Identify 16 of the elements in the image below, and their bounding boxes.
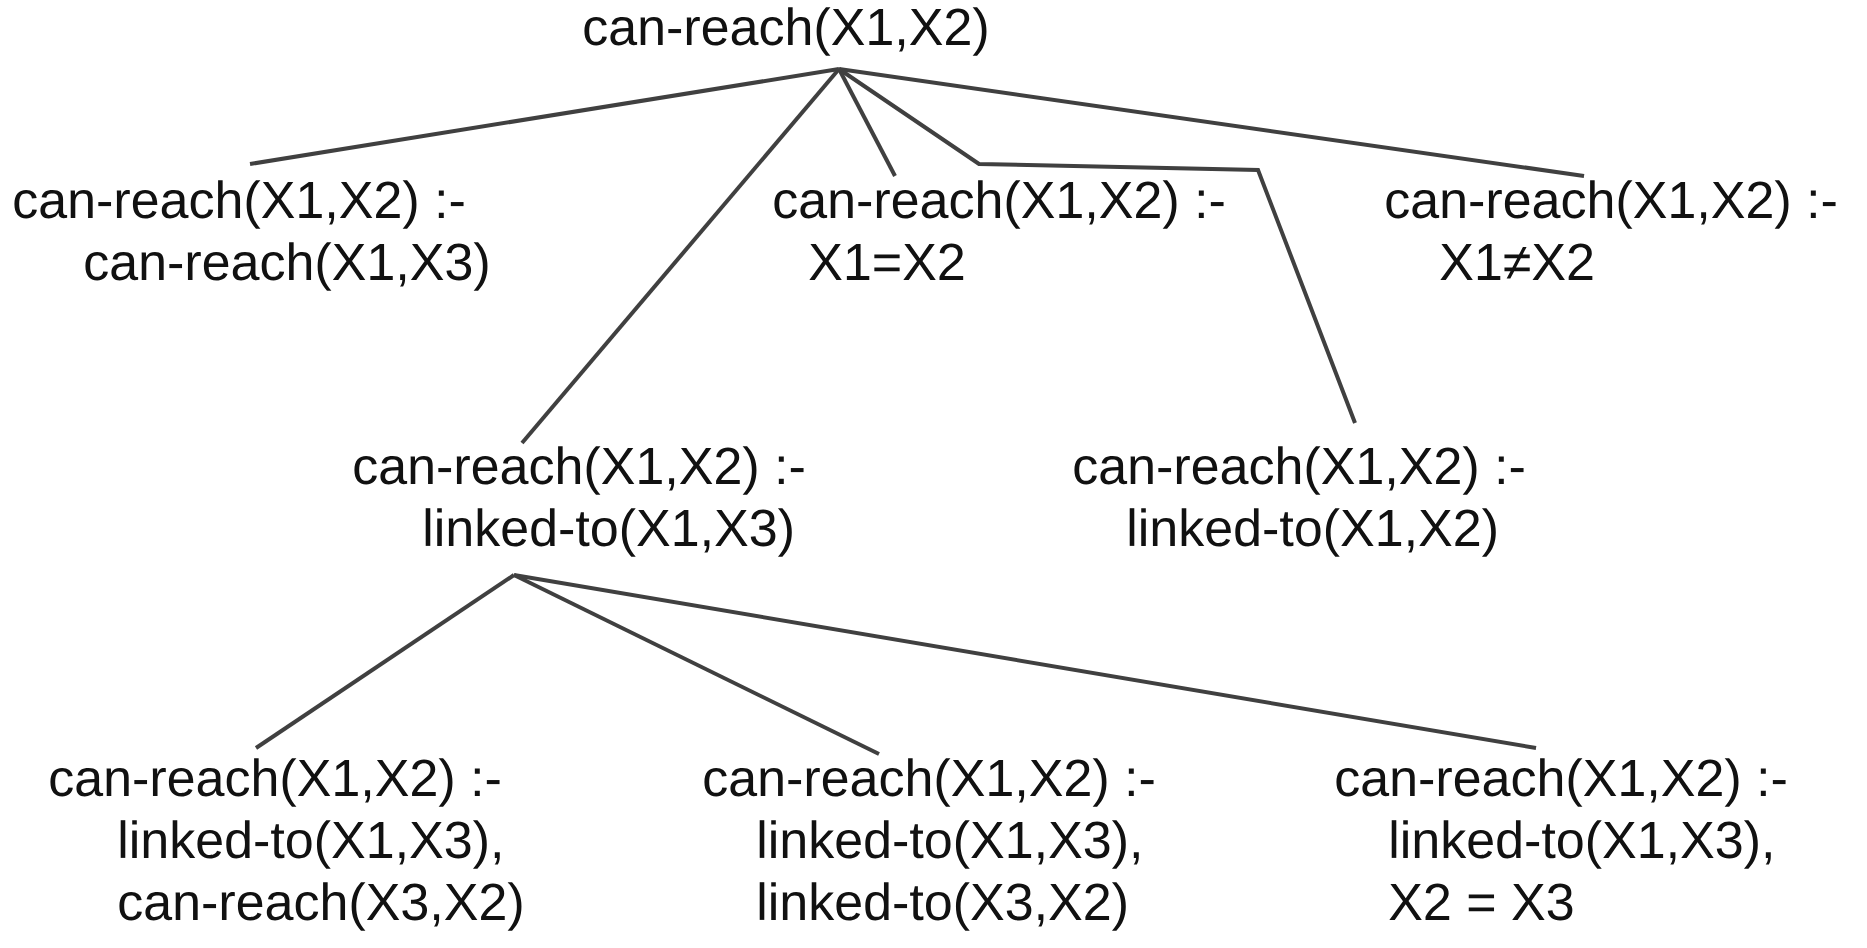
clause-text: can-reach(X1,X2) :- linked-to(X1,X3), linked-to(X3,X2) [704, 758, 1154, 931]
connector-line [249, 67, 840, 166]
clause-text: can-reach(X1,X2) :- X1=X2 [774, 180, 1224, 280]
connector-line [513, 573, 880, 756]
clause-text: can-reach(X1,X2) :- linked-to(X1,X2) [1074, 446, 1524, 557]
connector-line [837, 67, 1357, 424]
clause-text: can-reach(X1,X2) :- can-reach(X1,X3) [14, 180, 488, 291]
clause-text: can-reach(X1,X2) :- linked-to(X1,X3), can-reach(X3,X2) [50, 758, 522, 931]
connector-line [513, 573, 1537, 750]
connector-line [837, 68, 897, 177]
clause-text: can-reach(X1,X2) :- X1≠X2 [1386, 180, 1836, 280]
clause-text: can-reach(X1,X2) :- linked-to(X1,X3) [354, 446, 804, 557]
connector-line [254, 573, 516, 750]
clause-text: can-reach(X1,X2) [584, 7, 987, 56]
connector-line [838, 67, 1585, 178]
clause-text: can-reach(X1,X2) :- linked-to(X1,X3), X2 = X3 [1336, 758, 1786, 921]
